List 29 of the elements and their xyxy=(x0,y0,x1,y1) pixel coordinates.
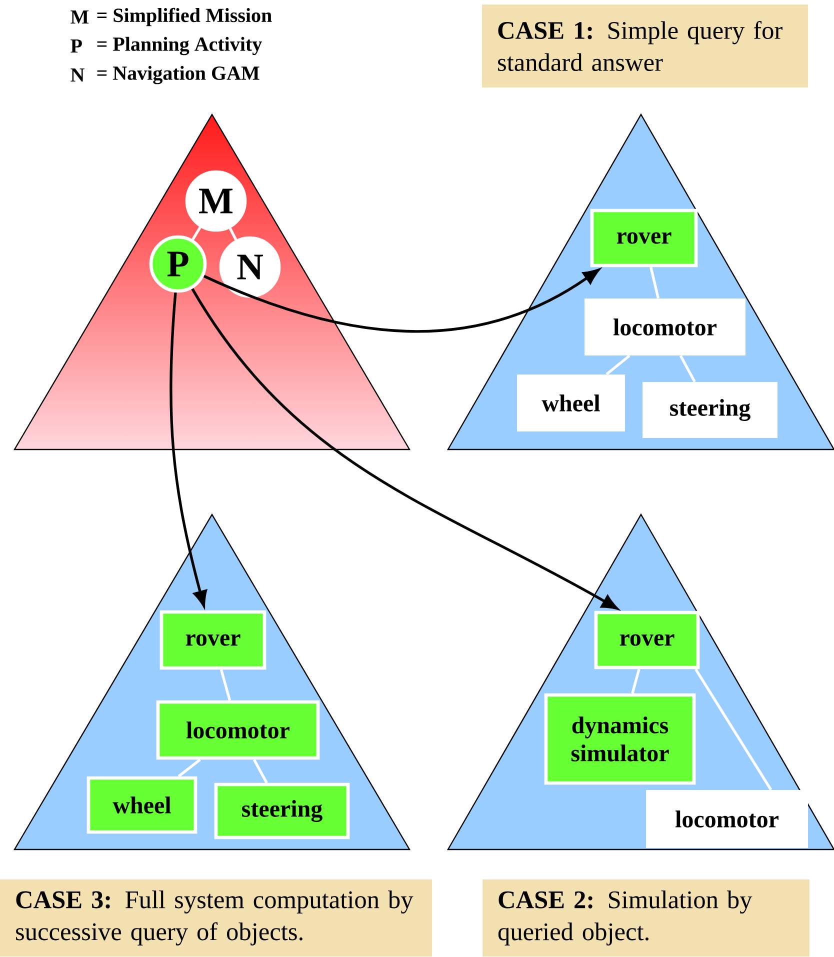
component-box: locomotor xyxy=(156,700,320,760)
case-box: CASE 2: Simulation by queried object. xyxy=(482,880,810,956)
component-box: rover xyxy=(594,610,700,670)
component-box: steering xyxy=(642,382,778,438)
connector-line xyxy=(220,669,232,701)
legend-text: = Planning Activity xyxy=(97,36,262,56)
component-box: steering xyxy=(214,782,350,840)
connector-line xyxy=(228,228,238,240)
component-box: locomotor xyxy=(646,790,808,848)
component-box: wheel xyxy=(86,776,198,834)
component-box: locomotor xyxy=(584,298,746,356)
component-box: dynamics simulator xyxy=(544,693,696,785)
legend-text: = Navigation GAM xyxy=(97,66,260,84)
connector-line xyxy=(192,226,202,240)
case-box: CASE 1: Simple query for standard answer xyxy=(482,4,808,88)
legend-text: N xyxy=(70,68,84,82)
connector-line xyxy=(694,668,772,790)
case-box: CASE 3: Full system computation by successive query of objects. xyxy=(0,880,432,956)
legend-text: M xyxy=(70,10,89,24)
legend-text: P xyxy=(70,39,82,53)
component-box: rover xyxy=(590,208,698,268)
component-box: rover xyxy=(160,610,266,670)
connector-line xyxy=(631,668,640,694)
circle-node: P xyxy=(149,235,207,293)
connector-line xyxy=(679,355,696,382)
connector-line xyxy=(650,266,660,299)
connector-line xyxy=(252,759,268,784)
legend-text: = Simplified Mission xyxy=(97,8,272,26)
circle-node: M xyxy=(185,170,247,232)
